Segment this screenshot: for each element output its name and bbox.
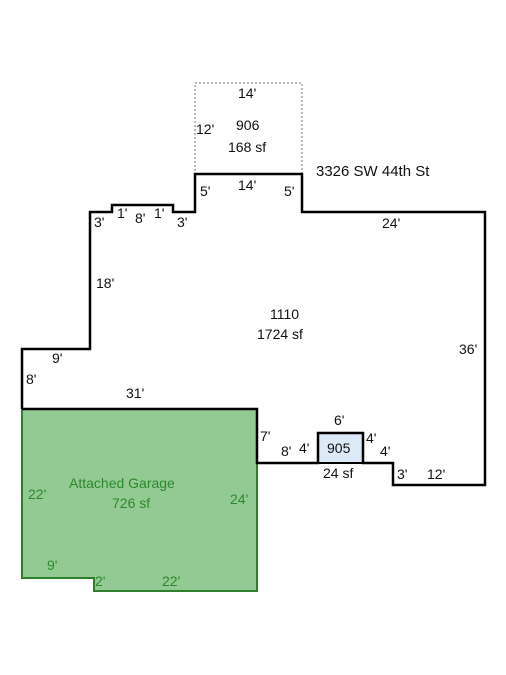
porch-area-size: 24 sf — [323, 465, 353, 481]
dim-left-8: 8' — [26, 371, 36, 387]
dim-upper-side-right: 5' — [284, 183, 294, 199]
dim-top-left-3b: 3' — [177, 214, 187, 230]
dim-porch-top-6: 6' — [334, 412, 344, 428]
dim-garage-left-22: 22' — [28, 486, 46, 502]
dim-garage-right-24: 24' — [230, 491, 248, 507]
main-area-code: 1110 — [270, 306, 299, 322]
dim-porch-right-4: 4' — [366, 430, 376, 446]
dim-bottom-12: 12' — [427, 466, 445, 482]
dim-bottom-8: 8' — [281, 443, 291, 459]
porch-area — [317, 432, 364, 464]
garage-size: 726 sf — [112, 495, 150, 511]
main-house-outline — [20, 172, 487, 487]
upper-area-code: 906 — [236, 117, 260, 133]
porch-area-code: 905 — [327, 440, 351, 456]
dim-upper-left: 12' — [196, 121, 214, 137]
address-label: 3326 SW 44th St — [316, 163, 430, 180]
dim-porch-left-4: 4' — [299, 440, 309, 456]
upper-area-size: 168 sf — [228, 139, 266, 155]
dim-top-8: 8' — [135, 210, 145, 226]
dim-upper-top: 14' — [238, 85, 256, 101]
dim-garage-bottom-22: 22' — [162, 573, 180, 589]
main-area-size: 1724 sf — [257, 326, 303, 342]
dim-upper-side-left: 5' — [200, 183, 210, 199]
dim-right-36: 36' — [459, 341, 477, 357]
dim-bottom-3: 3' — [397, 466, 407, 482]
dim-right-top-24: 24' — [382, 215, 400, 231]
dim-top-1b: 1' — [154, 205, 164, 221]
dim-left-18: 18' — [96, 275, 114, 291]
dim-right-7: 7' — [260, 428, 270, 444]
upper-area-outline — [194, 82, 303, 175]
dim-left-9: 9' — [52, 350, 62, 366]
dim-garage-notch-2: 2' — [95, 573, 105, 589]
dim-garage-top-31: 31' — [126, 385, 144, 401]
dim-top-1a: 1' — [117, 205, 127, 221]
dim-garage-bottom-9: 9' — [47, 557, 57, 573]
dim-upper-bottom: 14' — [238, 177, 256, 193]
dim-top-left-3a: 3' — [94, 214, 104, 230]
dim-bottom-4: 4' — [380, 443, 390, 459]
garage-name: Attached Garage — [69, 475, 175, 491]
